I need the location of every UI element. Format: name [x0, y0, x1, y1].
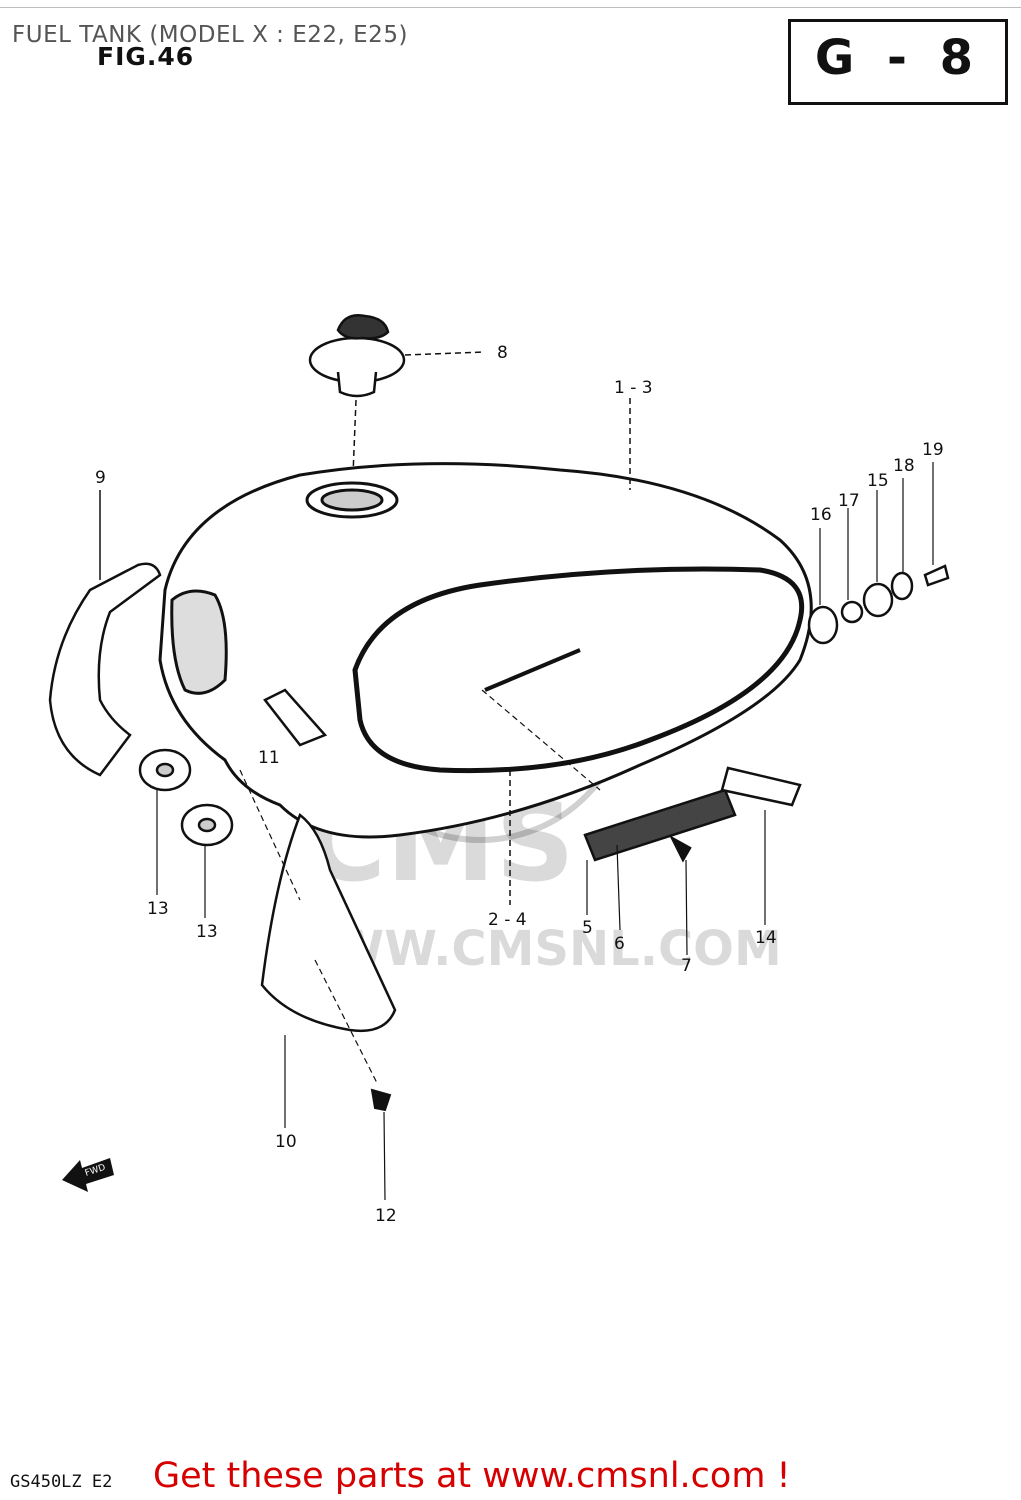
- emblem-drawing: [484, 648, 802, 863]
- callout-label: 18: [893, 456, 915, 476]
- side-cover-10-drawing: [260, 813, 397, 1033]
- page-title: FUEL TANK (MODEL X : E22, E25): [12, 22, 408, 48]
- leader-8: [404, 351, 486, 356]
- mount-leaders: [819, 462, 934, 605]
- leader-cap-to-tank: [352, 399, 357, 476]
- callout-label: 9: [95, 468, 106, 488]
- screw-12-drawing: [370, 1088, 392, 1112]
- fuel-tank-drawing: [158, 462, 813, 839]
- model-code: GS450LZ E2: [10, 1472, 113, 1492]
- callout-label: 14: [755, 928, 777, 948]
- mount-hardware-drawing: [807, 564, 950, 645]
- section-code-box: G - 8: [788, 19, 1008, 105]
- figure-label: FIG.46: [97, 42, 195, 71]
- callout-label: 16: [810, 505, 832, 525]
- callout-label: 13: [147, 899, 169, 919]
- section-code: G - 8: [814, 30, 982, 86]
- callout-label: 11: [258, 748, 280, 768]
- callout-label: 12: [375, 1206, 397, 1226]
- callout-label: 15: [867, 471, 889, 491]
- emblem-leaders: [481, 689, 766, 956]
- buy-parts-banner[interactable]: Get these parts at www.cmsnl.com !: [153, 1456, 791, 1496]
- callout-label: 13: [196, 922, 218, 942]
- callout-label: 10: [275, 1132, 297, 1152]
- callout-label: 8: [497, 343, 508, 363]
- callout-label: 17: [838, 491, 860, 511]
- top-rule: [0, 7, 1021, 8]
- callout-label: 1 - 3: [614, 378, 653, 398]
- callout-label: 6: [614, 934, 625, 954]
- callout-label: 2 - 4: [488, 910, 527, 930]
- callout-label: 19: [922, 440, 944, 460]
- cover-leaders: [239, 769, 386, 1201]
- pad-11-drawing: [263, 688, 328, 747]
- side-cover-9-drawing: [48, 562, 162, 777]
- grommet-leaders: [156, 790, 206, 918]
- grommets-drawing: [138, 748, 234, 847]
- fuel-cap-drawing: [308, 314, 406, 398]
- callout-label: 7: [681, 956, 692, 976]
- callout-label: 5: [582, 918, 593, 938]
- fwd-arrow-icon: FWD: [62, 1158, 114, 1192]
